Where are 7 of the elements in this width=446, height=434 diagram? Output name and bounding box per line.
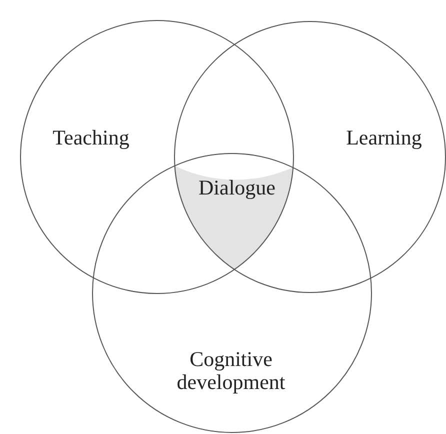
venn-circle: [92, 153, 372, 433]
venn-circle: [20, 20, 294, 294]
circle-label: Teaching: [52, 126, 130, 150]
region-label: Dialogue: [198, 176, 276, 200]
circle-label: Learning: [345, 126, 423, 150]
circle-label: Cognitive development: [176, 348, 286, 394]
venn-circle: [174, 21, 446, 293]
